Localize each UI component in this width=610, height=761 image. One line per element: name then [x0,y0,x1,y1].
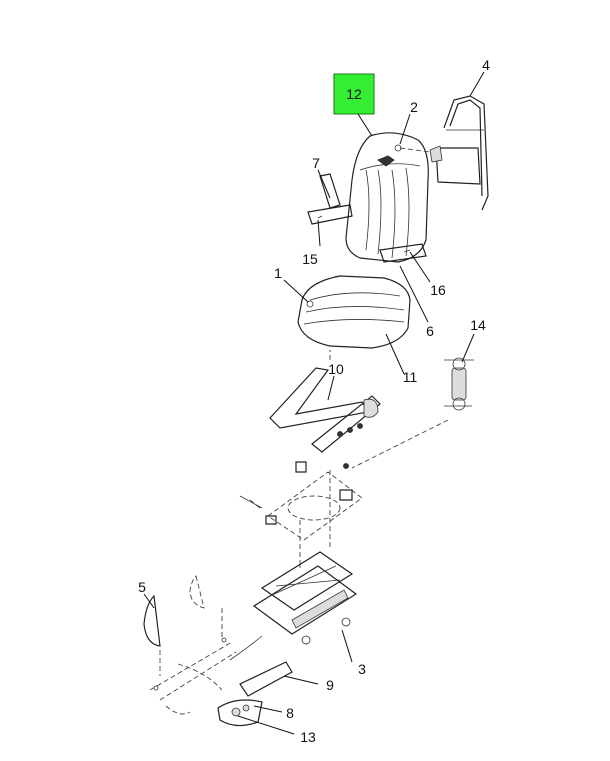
callout-4[interactable]: 4 [482,57,490,73]
shock-absorber [444,357,474,411]
callout-12-highlight[interactable]: 12 [333,73,375,115]
left-armrest [307,173,353,225]
callout-11[interactable]: 11 [403,369,418,385]
mounting-plate [239,461,363,541]
callout-7[interactable]: 7 [312,155,320,171]
headrest-frame [399,95,489,211]
suspension-base [252,551,358,645]
callout-5[interactable]: 5 [138,579,146,595]
callout-10[interactable]: 10 [328,361,344,377]
callout-14[interactable]: 14 [470,317,486,333]
lower-linkage [149,635,263,715]
seat-pan-frame [269,350,381,453]
callout-9[interactable]: 9 [326,677,334,693]
right-armrest [379,243,427,263]
callout-2[interactable]: 2 [410,99,418,115]
side-shield-right [189,575,205,609]
callout-1[interactable]: 1 [274,265,282,281]
callout-12-label: 12 [346,86,362,102]
callout-13[interactable]: 13 [300,729,316,745]
adjustment-handle [217,661,293,727]
seat-cushion [297,275,411,349]
callout-15[interactable]: 15 [302,251,318,267]
callout-3[interactable]: 3 [358,661,366,677]
side-shield-left [143,594,161,647]
callout-6[interactable]: 6 [426,323,434,339]
callout-8[interactable]: 8 [286,705,294,721]
callout-16[interactable]: 16 [430,282,446,298]
seat-back [345,132,429,263]
